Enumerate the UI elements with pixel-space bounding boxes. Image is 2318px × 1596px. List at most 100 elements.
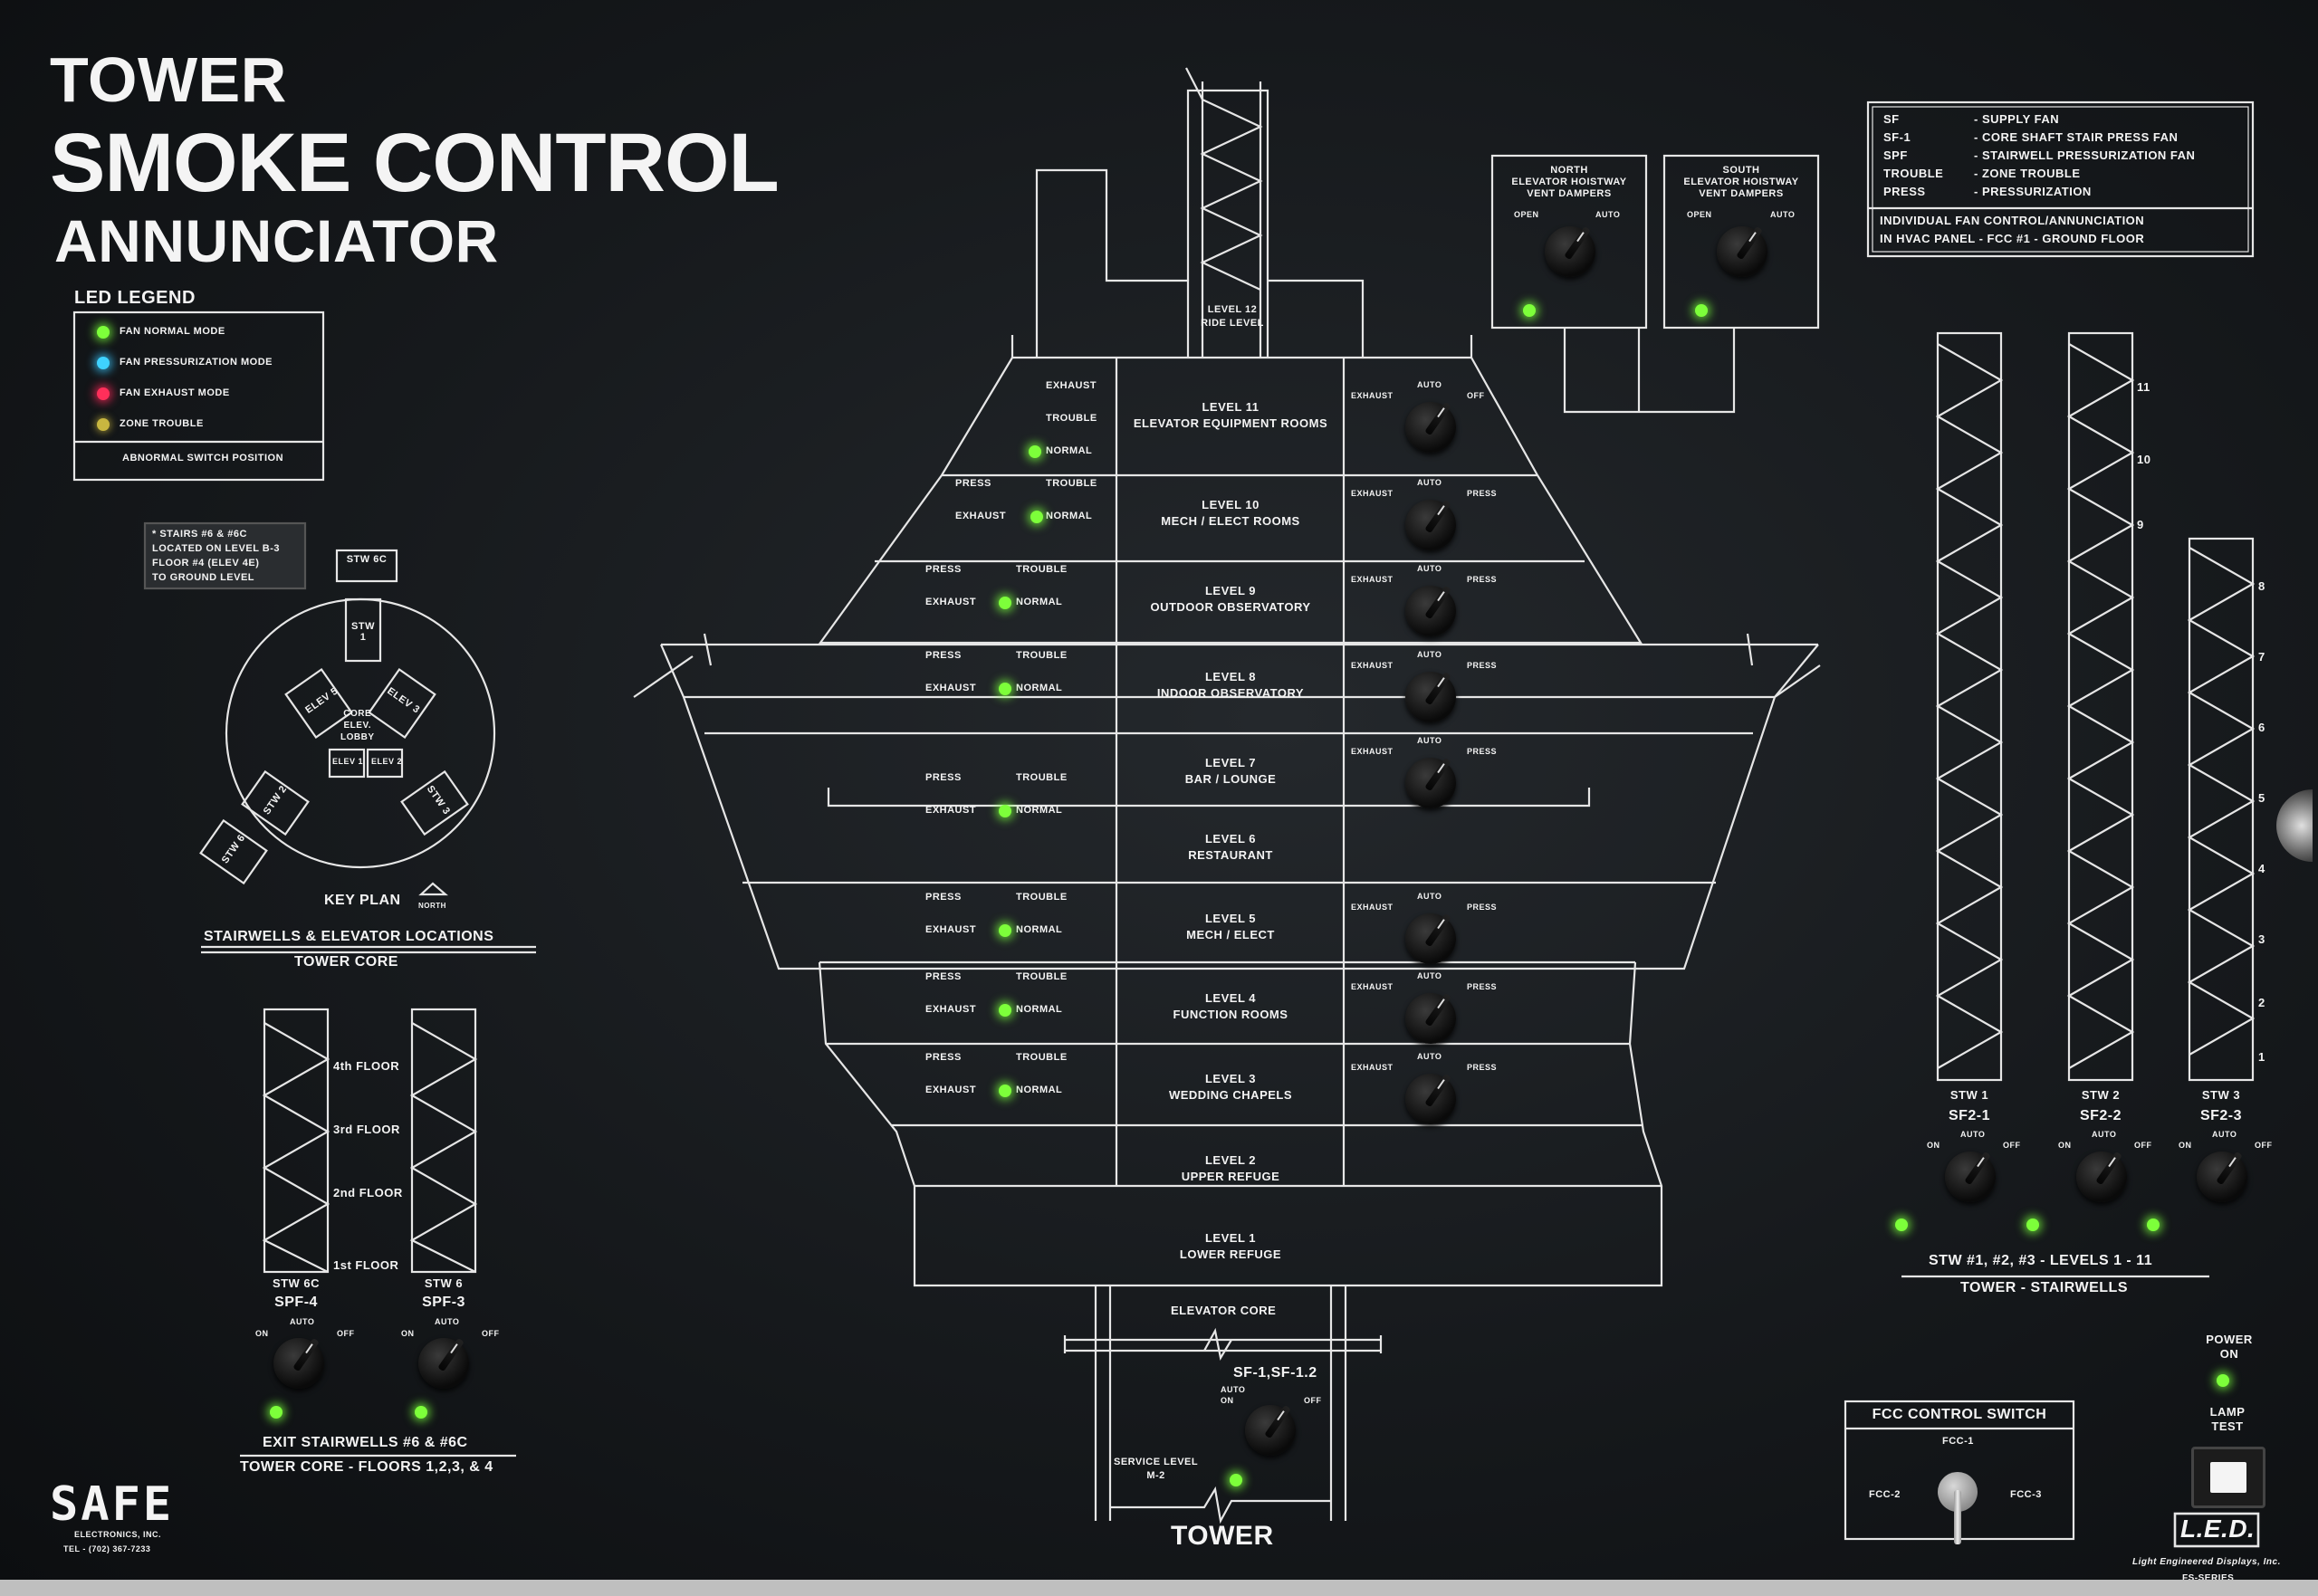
- legend-led-trouble: [97, 418, 110, 431]
- stair-level-number: 9: [2137, 518, 2144, 531]
- spf3-label: SPF-3: [422, 1295, 465, 1310]
- status-trouble-label: TROUBLE: [1016, 772, 1068, 783]
- key-icon: [1954, 1490, 1961, 1544]
- exit-stair-lattices: [262, 1008, 478, 1274]
- level-11-switch-knob[interactable]: [1405, 402, 1456, 453]
- fan-label: SF2-1: [1948, 1108, 1991, 1123]
- south-damper-knob[interactable]: [1717, 226, 1767, 277]
- switch-off-label: OFF: [2255, 1141, 2273, 1150]
- status-normal-label: NORMAL: [1046, 511, 1093, 521]
- level-status-led: [1029, 445, 1041, 458]
- switch-auto-label: AUTO: [290, 1317, 315, 1326]
- level-status-led: [999, 683, 1011, 695]
- status-exhaust-label: EXHAUST: [1046, 380, 1097, 391]
- damper-auto-label: AUTO: [1595, 210, 1621, 219]
- spf3-switch-knob[interactable]: [418, 1338, 469, 1389]
- fcc-key-switch[interactable]: [1938, 1472, 1978, 1544]
- stw6c-label: STW 6C: [272, 1276, 321, 1290]
- level-9-switch-knob[interactable]: [1405, 586, 1456, 636]
- switch-auto-label: AUTO: [1417, 971, 1442, 980]
- level-description: MECH / ELECT: [1186, 928, 1275, 941]
- exit-caption-1: EXIT STAIRWELLS #6 & #6C: [263, 1435, 468, 1450]
- switch-right-label: PRESS: [1467, 903, 1498, 912]
- level-description: INDOOR OBSERVATORY: [1156, 686, 1305, 700]
- level-4-switch-knob[interactable]: [1405, 993, 1456, 1044]
- sf2-1-switch-knob[interactable]: [1945, 1152, 1996, 1202]
- switch-exhaust-label: EXHAUST: [1351, 489, 1394, 498]
- legend-title: LED LEGEND: [74, 288, 196, 308]
- title-line-2: SMOKE CONTROL: [50, 117, 780, 209]
- status-trouble-label: TROUBLE: [1016, 892, 1068, 903]
- level-name: LEVEL 6: [1204, 832, 1256, 846]
- switch-off-label: OFF: [2003, 1141, 2021, 1150]
- level-5-switch-knob[interactable]: [1405, 913, 1456, 964]
- switch-auto-label: AUTO: [1417, 564, 1442, 573]
- key-plan-diagram: [143, 521, 496, 885]
- abbrev-note-2: IN HVAC PANEL - FCC #1 - GROUND FLOOR: [1880, 232, 2145, 245]
- level-description: FUNCTION ROOMS: [1173, 1008, 1288, 1021]
- status-trouble-label: TROUBLE: [1046, 478, 1097, 489]
- level-8-switch-knob[interactable]: [1405, 672, 1456, 722]
- safe-logo: SAFE: [50, 1477, 175, 1532]
- switch-on-label: ON: [401, 1329, 415, 1338]
- fan-label: SF2-3: [2199, 1108, 2243, 1123]
- lattice-zigzag: [1935, 343, 2004, 1069]
- legend-led-exhaust: [97, 387, 110, 400]
- switch-on-label: ON: [2058, 1141, 2072, 1150]
- spf4-label: SPF-4: [274, 1295, 318, 1310]
- legend-footer: ABNORMAL SWITCH POSITION: [122, 453, 284, 464]
- status-exhaust-label: EXHAUST: [925, 1004, 977, 1015]
- keyplan-caption-2: TOWER CORE: [294, 954, 398, 970]
- stw-label: STW 3: [2201, 1088, 2241, 1102]
- level-7-switch-knob[interactable]: [1405, 758, 1456, 808]
- switch-auto-label: AUTO: [1417, 1052, 1442, 1061]
- stair-level-number: 7: [2258, 650, 2265, 664]
- level-status-led: [999, 597, 1011, 609]
- lamp-test-button-face: [2210, 1462, 2246, 1493]
- abbrev-value: - STAIRWELL PRESSURIZATION FAN: [1974, 148, 2196, 162]
- status-trouble-label: TROUBLE: [1046, 413, 1097, 424]
- level-10-switch-knob[interactable]: [1405, 500, 1456, 550]
- keyplan-stw6c: STW 6C: [346, 554, 388, 565]
- abbrev-value: - PRESSURIZATION: [1974, 185, 2092, 198]
- abbrev-value: - ZONE TROUBLE: [1974, 167, 2081, 180]
- level-name: LEVEL 4: [1204, 991, 1256, 1005]
- abbrev-value: - CORE SHAFT STAIR PRESS FAN: [1974, 130, 2179, 144]
- status-normal-label: NORMAL: [1016, 683, 1063, 693]
- sf2-2-switch-knob[interactable]: [2076, 1152, 2127, 1202]
- lamp-test-button[interactable]: [2191, 1447, 2265, 1508]
- status-exhaust-label: EXHAUST: [925, 924, 977, 935]
- switch-right-label: OFF: [1467, 391, 1485, 400]
- status-press-label: PRESS: [955, 478, 991, 489]
- level-description: UPPER REFUGE: [1181, 1170, 1280, 1183]
- north-damper-knob[interactable]: [1545, 226, 1595, 277]
- switch-right-label: PRESS: [1467, 1063, 1498, 1072]
- status-press-label: PRESS: [925, 650, 962, 661]
- spf4-status-led: [270, 1406, 283, 1419]
- spf3-status-led: [415, 1406, 427, 1419]
- status-exhaust-label: EXHAUST: [925, 805, 977, 816]
- tower-diagram-outline: [633, 67, 1821, 1524]
- switch-on-label: ON: [2179, 1141, 2192, 1150]
- switch-auto-label: AUTO: [1960, 1130, 1986, 1139]
- sf2-3-switch-knob[interactable]: [2197, 1152, 2247, 1202]
- stair-level-number: 5: [2258, 791, 2265, 805]
- stairwell-caption-2: TOWER - STAIRWELLS: [1960, 1280, 2128, 1295]
- fan-status-led: [2147, 1219, 2160, 1231]
- switch-right-label: PRESS: [1467, 747, 1498, 756]
- abbrev-key: TROUBLE: [1883, 167, 1944, 180]
- level-status-led: [999, 924, 1011, 937]
- switch-on-label: ON: [1927, 1141, 1940, 1150]
- level-3-switch-knob[interactable]: [1405, 1074, 1456, 1124]
- spf4-switch-knob[interactable]: [273, 1338, 324, 1389]
- legend-label: FAN PRESSURIZATION MODE: [120, 357, 273, 368]
- sf1-switch-knob[interactable]: [1245, 1405, 1296, 1456]
- floor-label: 1st FLOOR: [333, 1258, 399, 1272]
